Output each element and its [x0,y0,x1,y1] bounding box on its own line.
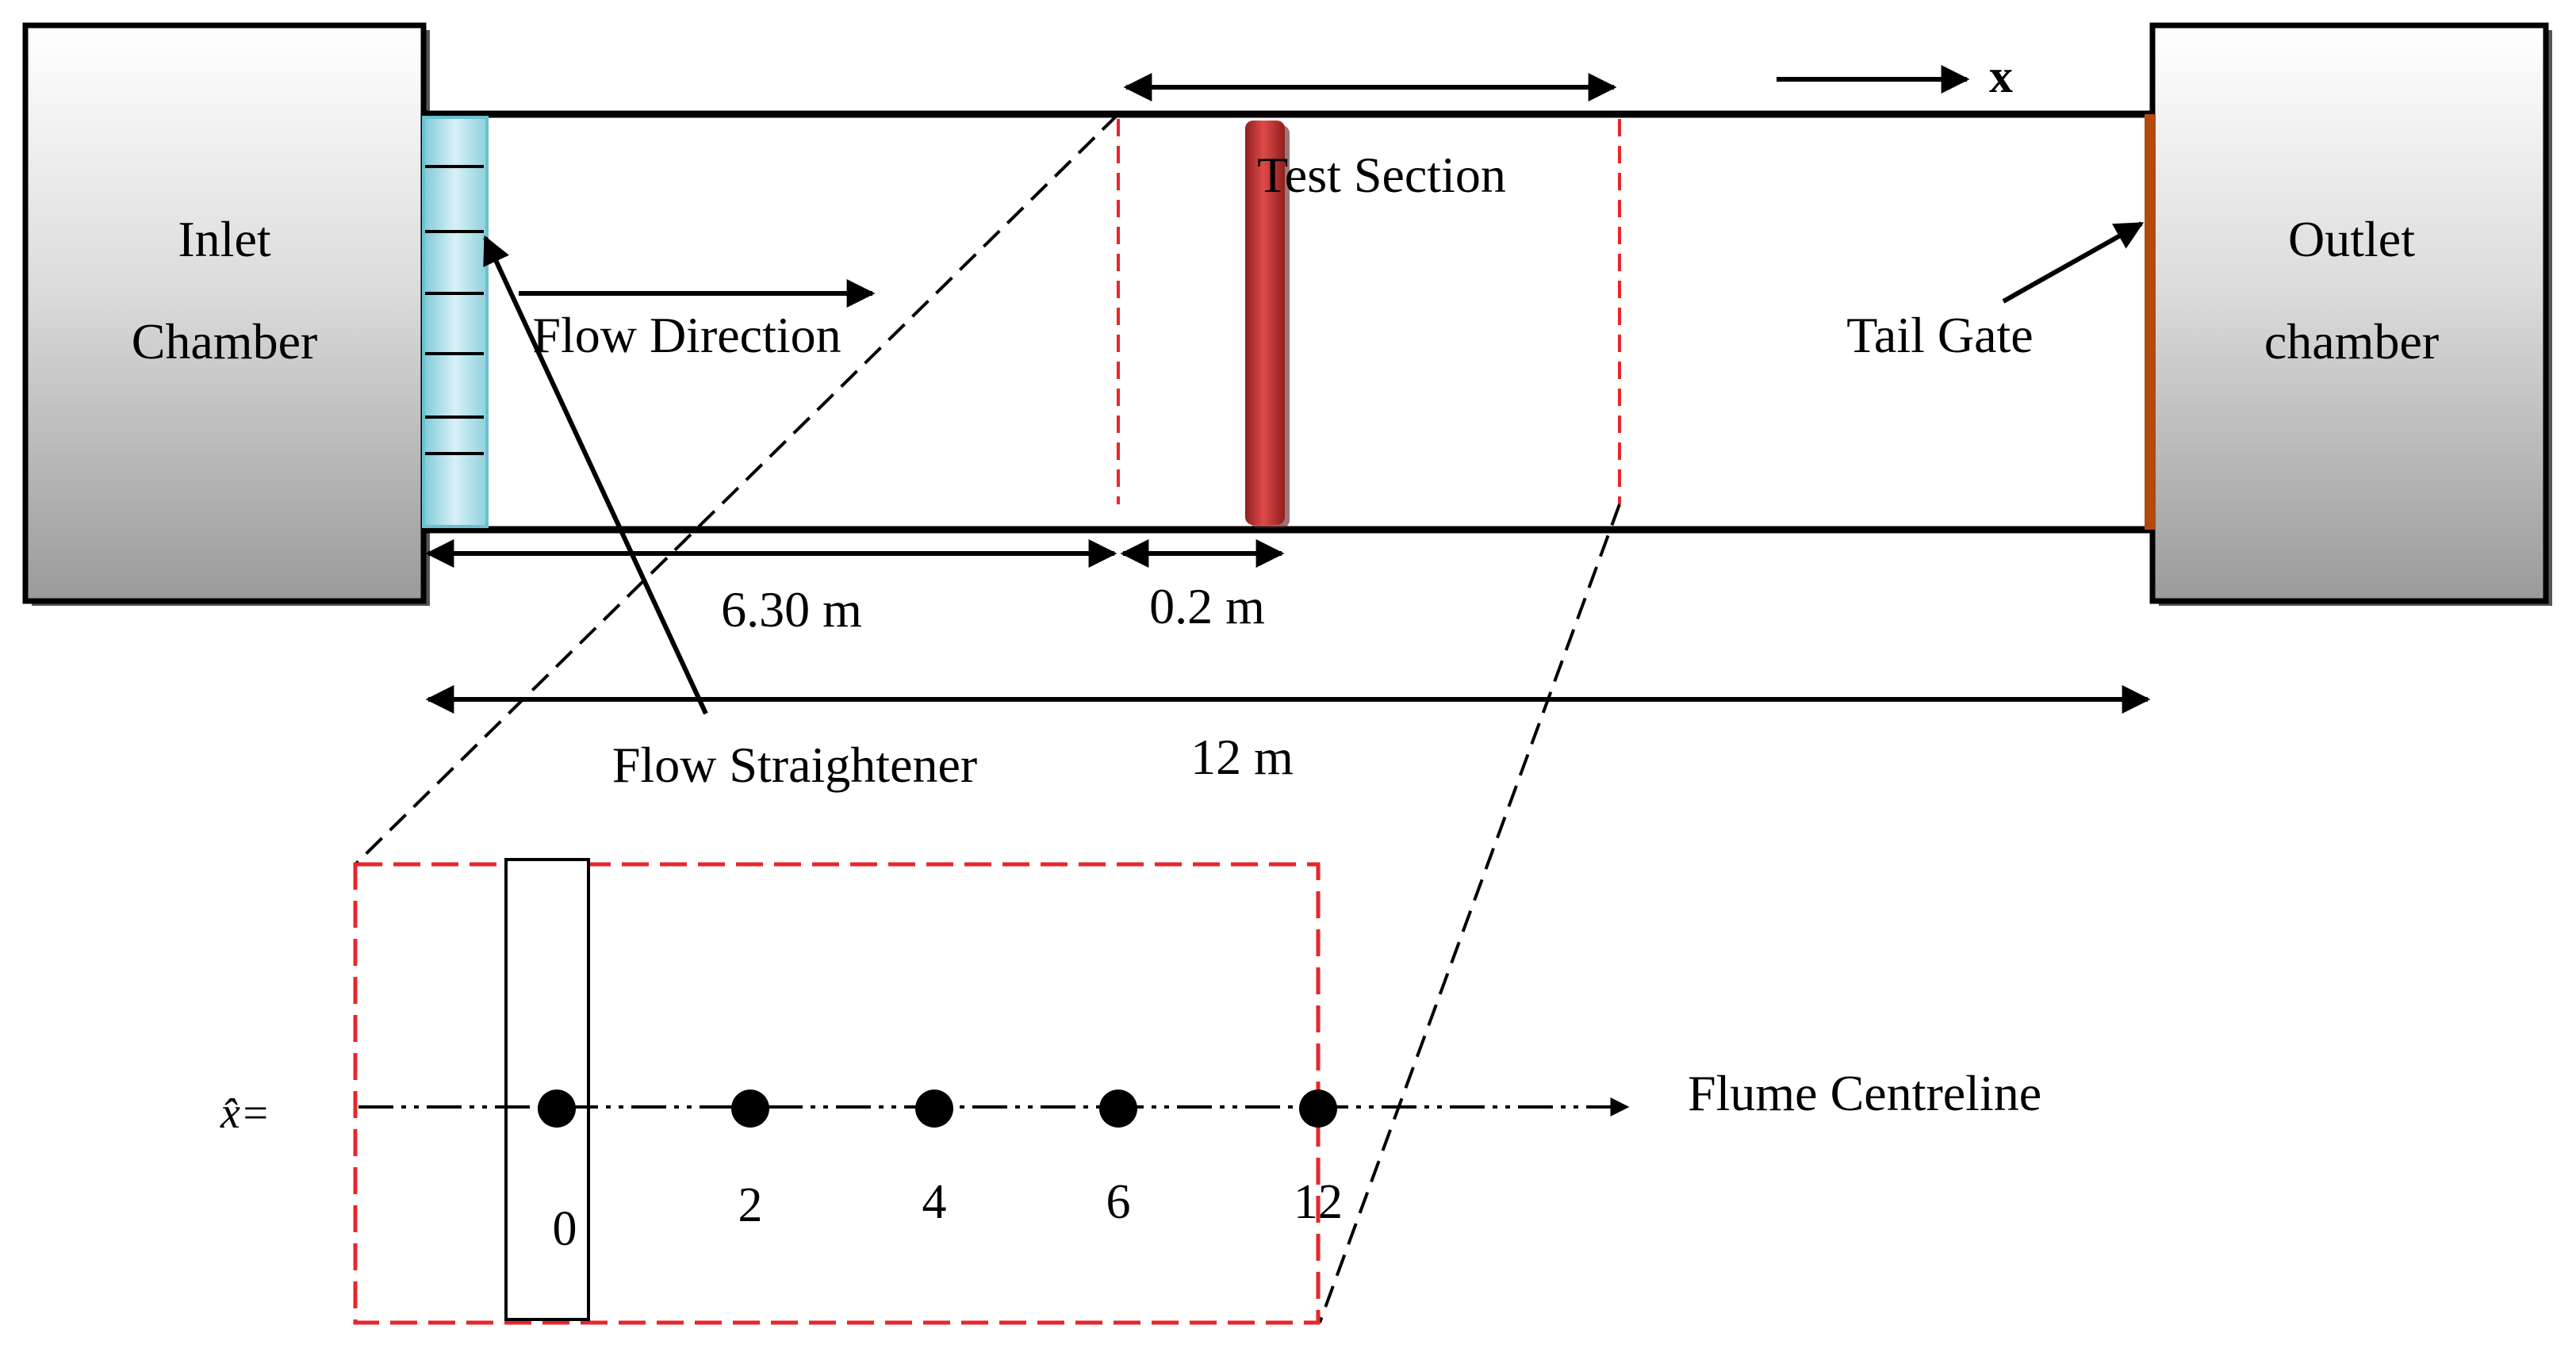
station-label-6: 6 [1106,1175,1131,1229]
stations: 0 2 4 6 12 [538,1090,1343,1256]
test-section-label: Test Section [1257,147,1506,203]
flow-straightener-pointer [483,235,708,715]
station-label-2: 2 [738,1178,763,1232]
station-label-0: 0 [553,1202,577,1256]
station-dot-0 [538,1090,576,1128]
cylinder [1245,121,1290,528]
tail-gate-label: Tail Gate [1846,307,2033,363]
tail-gate-pointer [2002,221,2145,304]
flow-straightener [422,116,489,528]
dim-total-label: 12 m [1190,729,1294,785]
station-dot-4 [915,1090,953,1128]
zoom-connector-left [354,113,1120,866]
zoom-box [353,862,1321,1325]
dim-cylinder-label: 0.2 m [1149,578,1265,634]
inlet-chamber-label-2: Chamber [132,313,318,370]
station-dot-6 [1099,1090,1137,1128]
station-label-4: 4 [922,1175,947,1229]
inlet-chamber: Inlet Chamber [22,22,430,606]
flow-direction-label: Flow Direction [532,307,841,363]
xhat-label: x̂= [220,1089,270,1138]
station-dot-2 [731,1090,769,1128]
outlet-chamber-label-1: Outlet [2288,211,2415,267]
flow-straightener-label: Flow Straightener [612,737,977,793]
outlet-chamber-label-2: chamber [2264,313,2439,370]
zoom-connector-right [1318,504,1621,1323]
outlet-chamber: Outlet chamber [2149,22,2552,606]
inlet-chamber-label-1: Inlet [178,211,271,267]
zoom-cylinder [504,858,590,1321]
flume-centreline-label: Flume Centreline [1688,1065,2041,1121]
station-dot-12 [1299,1090,1337,1128]
x-axis-label: x [1989,50,2013,102]
tail-gate [2145,114,2156,530]
dim-inlet-to-test-label: 6.30 m [721,581,862,638]
station-label-12: 12 [1294,1175,1343,1229]
